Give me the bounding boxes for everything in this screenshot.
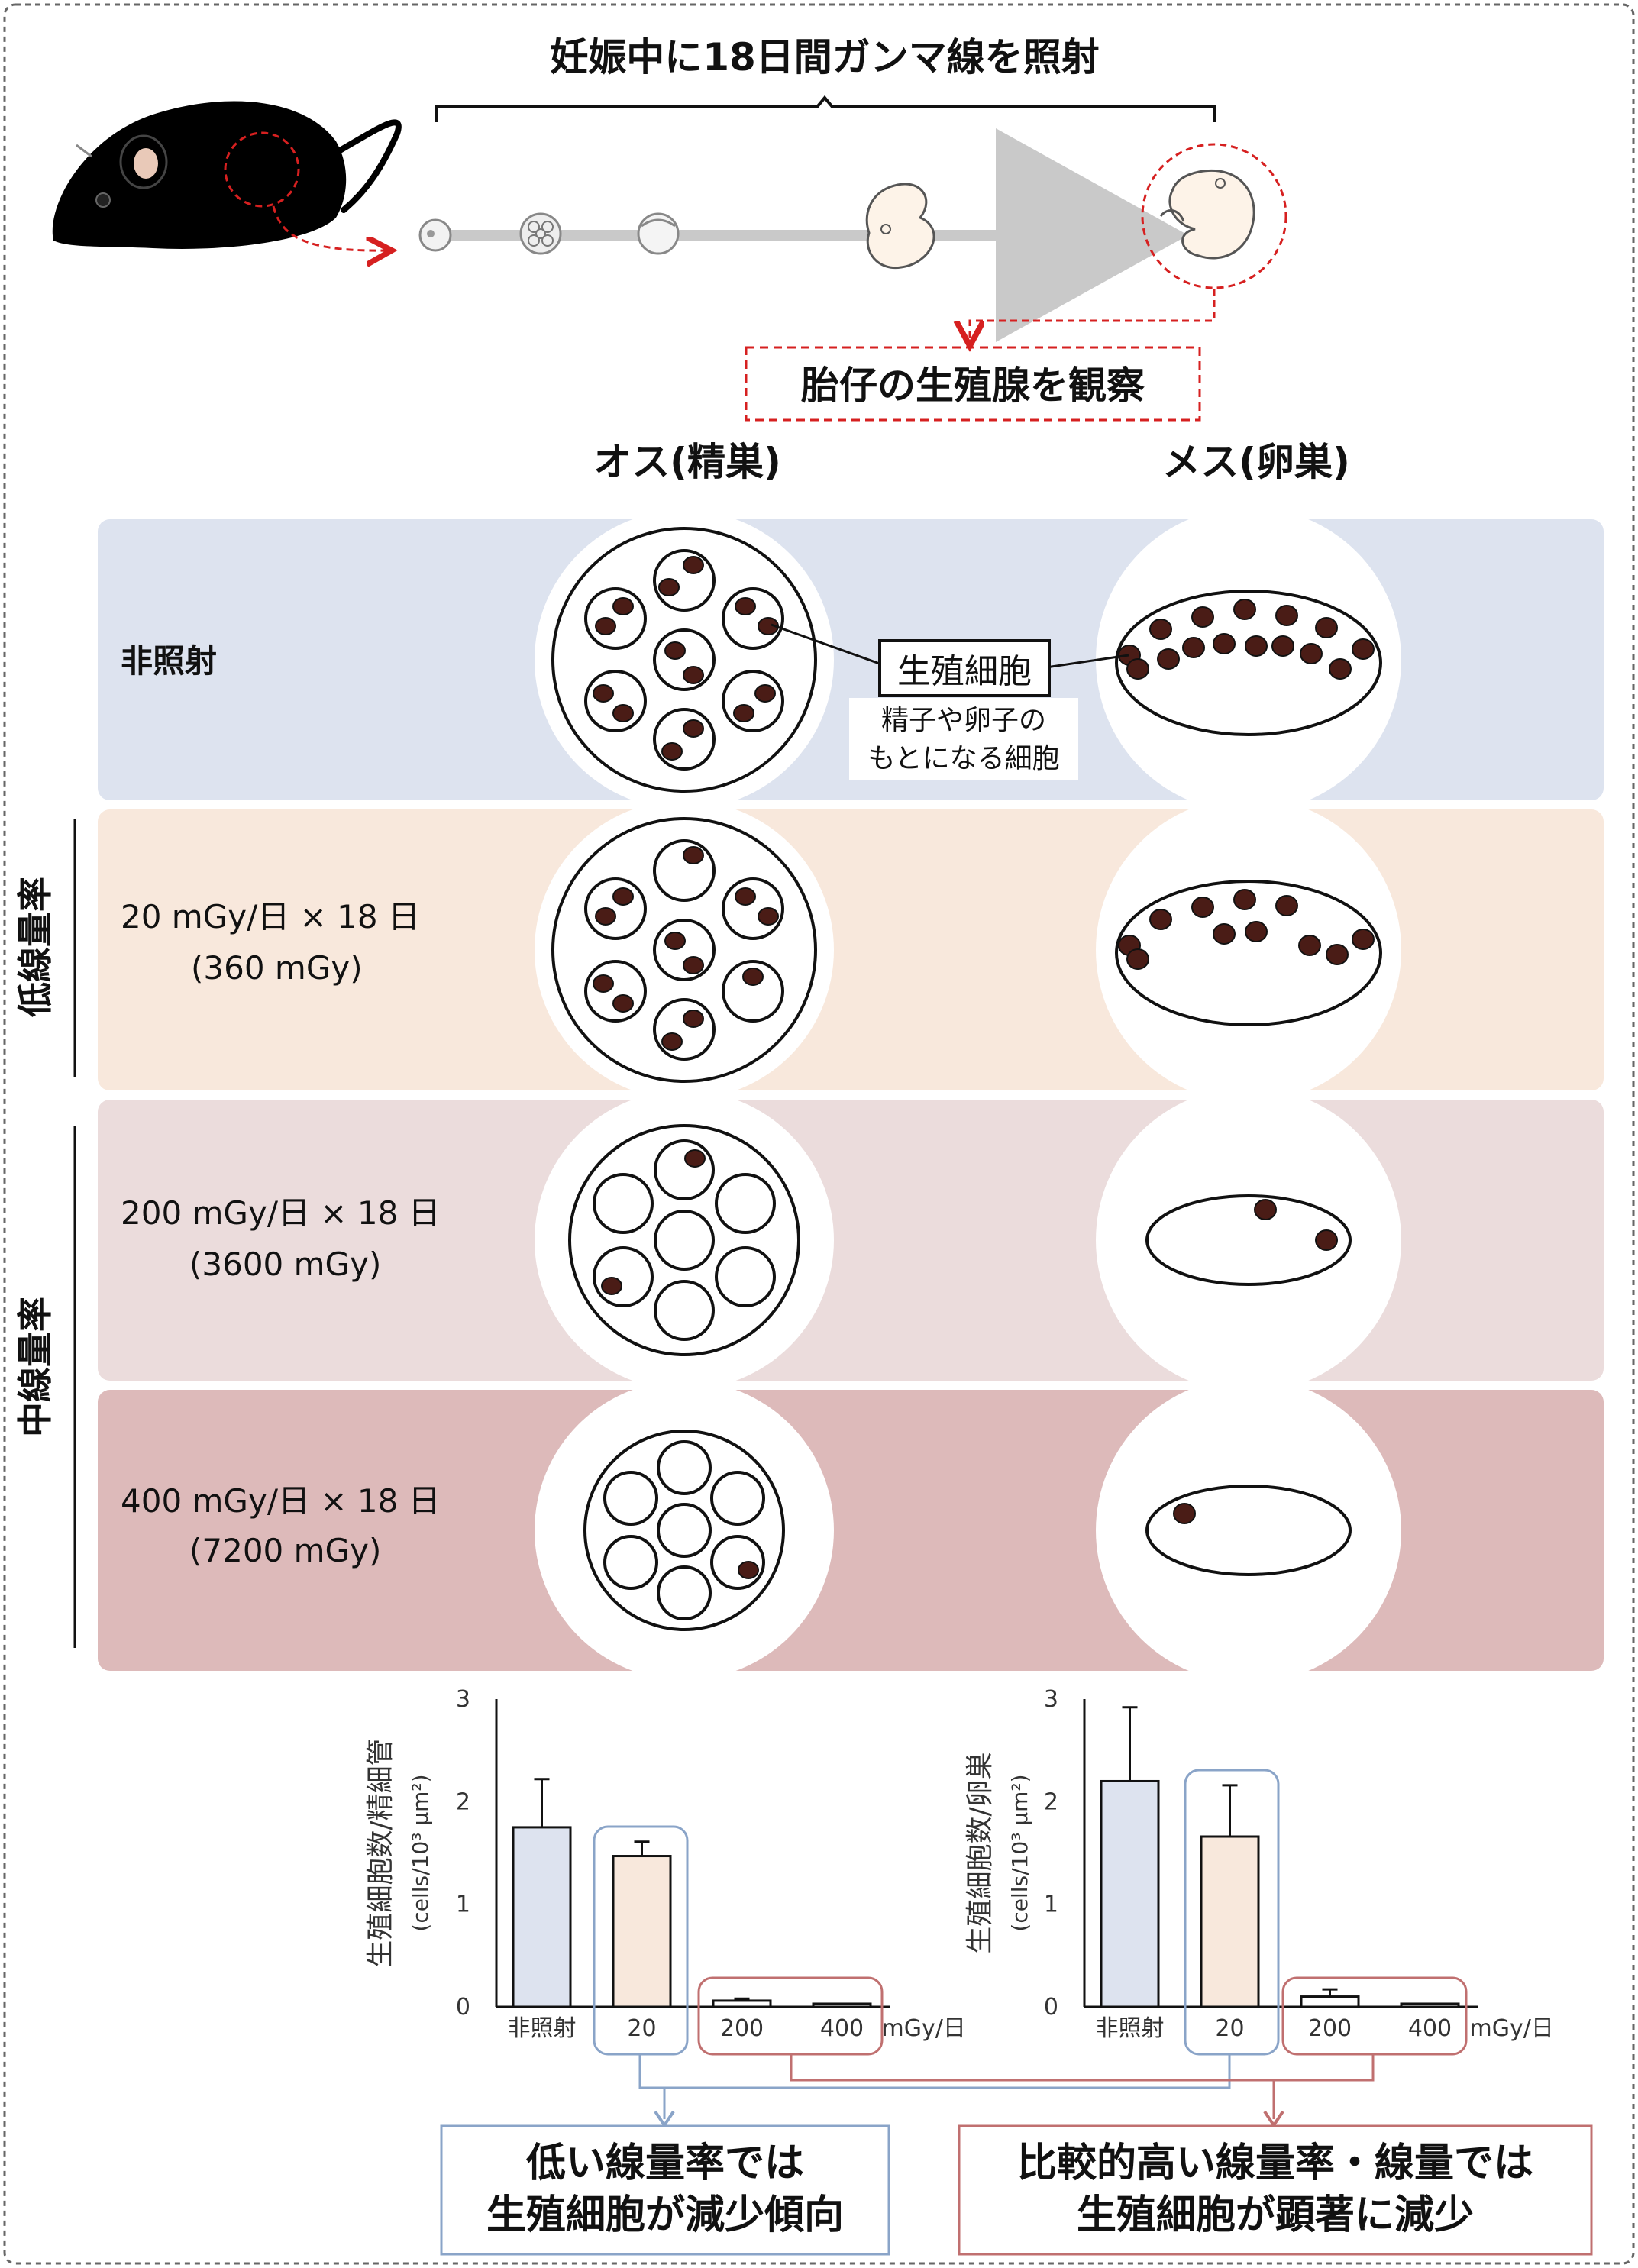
ovary-400 xyxy=(1145,1485,1352,1576)
y-tick-label: 0 xyxy=(456,1994,470,2021)
outer-border xyxy=(3,3,1635,2265)
highlight-high-right xyxy=(1281,1976,1468,2056)
mouse-icon xyxy=(52,101,402,250)
bar xyxy=(1200,1835,1260,2008)
fetus-icon xyxy=(1141,143,1287,289)
x-tick-label: 400 xyxy=(820,2015,864,2042)
chart-ovary: 0 1 2 3 生殖細胞数/卵巣 (cells/10³ µm²) 非照射 20 200 400 mG… xyxy=(964,1686,1554,2042)
testis-200 xyxy=(568,1124,800,1356)
connector-high xyxy=(790,2054,1375,2119)
x-tick-label: 非照射 xyxy=(508,2015,577,2042)
y-axis-label: 生殖細胞数/卵巣 xyxy=(964,1752,996,1953)
side-label-low: 低線量率 xyxy=(15,877,56,1017)
x-unit-label: mGy/日 xyxy=(1470,2015,1554,2042)
y-tick-label: 3 xyxy=(1044,1686,1058,1713)
conclusion-high-line1: 比較的高い線量率・線量では xyxy=(1017,2140,1533,2186)
conclusion-low-line1: 低い線量率では xyxy=(526,2140,804,2186)
y-tick-label: 2 xyxy=(456,1788,470,1815)
row-label-20: 20 mGy/日 × 18 日 xyxy=(121,898,420,935)
y-tick-label: 1 xyxy=(1044,1892,1058,1918)
row-label-200: 200 mGy/日 × 18 日 xyxy=(121,1194,441,1232)
x-tick-label: 20 xyxy=(627,2015,656,2042)
y-axis-unit: (cells/10³ µm²) xyxy=(1007,1774,1032,1931)
bar xyxy=(512,1826,572,2008)
conclusion-low-line2: 生殖細胞が減少傾向 xyxy=(486,2192,844,2238)
y-axis-label: 生殖細胞数/精細管 xyxy=(365,1738,396,1967)
y-tick-label: 3 xyxy=(456,1686,470,1713)
bar xyxy=(1300,1995,1360,2008)
conclusion-high-box xyxy=(958,2124,1593,2256)
y-axis-unit: (cells/10³ µm²) xyxy=(408,1774,433,1931)
row-label-400: 400 mGy/日 × 18 日 xyxy=(121,1482,441,1520)
observe-box xyxy=(745,346,1201,422)
callout-desc-2: もとになる細胞 xyxy=(867,743,1059,774)
y-tick-label: 1 xyxy=(456,1892,470,1918)
bar xyxy=(612,1855,672,2008)
row-sublabel-20: (360 mGy) xyxy=(191,949,363,987)
x-tick-label: 非照射 xyxy=(1096,2015,1165,2042)
observe-label: 胎仔の生殖腺を観察 xyxy=(801,363,1145,408)
ovary-control xyxy=(1115,590,1382,736)
x-tick-label: 200 xyxy=(720,2015,764,2042)
observe-arrow xyxy=(970,289,1216,344)
conclusion-high-line2: 生殖細胞が顕著に減少 xyxy=(1077,2192,1474,2238)
irradiation-label: 妊娠中に18日間ガンマ線を照射 xyxy=(550,35,1100,79)
column-header-male: オス(精巣) xyxy=(593,440,781,484)
testis-400 xyxy=(583,1430,785,1631)
chart-testis: 0 1 2 3 生殖細胞数/精細管 (cells/10³ µm²) 非照射 20 200 400 m… xyxy=(365,1686,966,2042)
callout-desc-1: 精子や卵子の xyxy=(881,705,1046,736)
row-label-control: 非照射 xyxy=(121,642,217,680)
conclusion-low-box xyxy=(440,2124,890,2256)
ovary-200 xyxy=(1145,1194,1352,1286)
embryo-stage-icons xyxy=(418,183,935,270)
x-tick-label: 200 xyxy=(1308,2015,1352,2042)
bar xyxy=(1400,2002,1460,2008)
row-sublabel-400: (7200 mGy) xyxy=(189,1532,381,1569)
row-sublabel-200: (3600 mGy) xyxy=(189,1245,381,1283)
highlight-low-right xyxy=(1184,1769,1280,2056)
bar xyxy=(1100,1779,1160,2008)
y-tick-label: 2 xyxy=(1044,1788,1058,1815)
x-tick-label: 400 xyxy=(1408,2015,1452,2042)
germ-cell-callout xyxy=(771,623,1129,780)
column-header-female: メス(卵巣) xyxy=(1162,440,1350,484)
bar xyxy=(712,1999,772,2008)
x-unit-label: mGy/日 xyxy=(882,2015,966,2042)
ovary-20 xyxy=(1115,880,1382,1026)
side-label-mid: 中線量率 xyxy=(15,1297,56,1437)
y-tick-label: 0 xyxy=(1044,1994,1058,2021)
callout-title: 生殖細胞 xyxy=(897,652,1032,691)
irradiation-bracket xyxy=(435,95,1216,122)
testis-control xyxy=(551,527,817,793)
x-tick-label: 20 xyxy=(1215,2015,1244,2042)
bar xyxy=(812,2002,872,2008)
connector-low xyxy=(638,2054,1231,2119)
testis-20 xyxy=(551,817,817,1083)
